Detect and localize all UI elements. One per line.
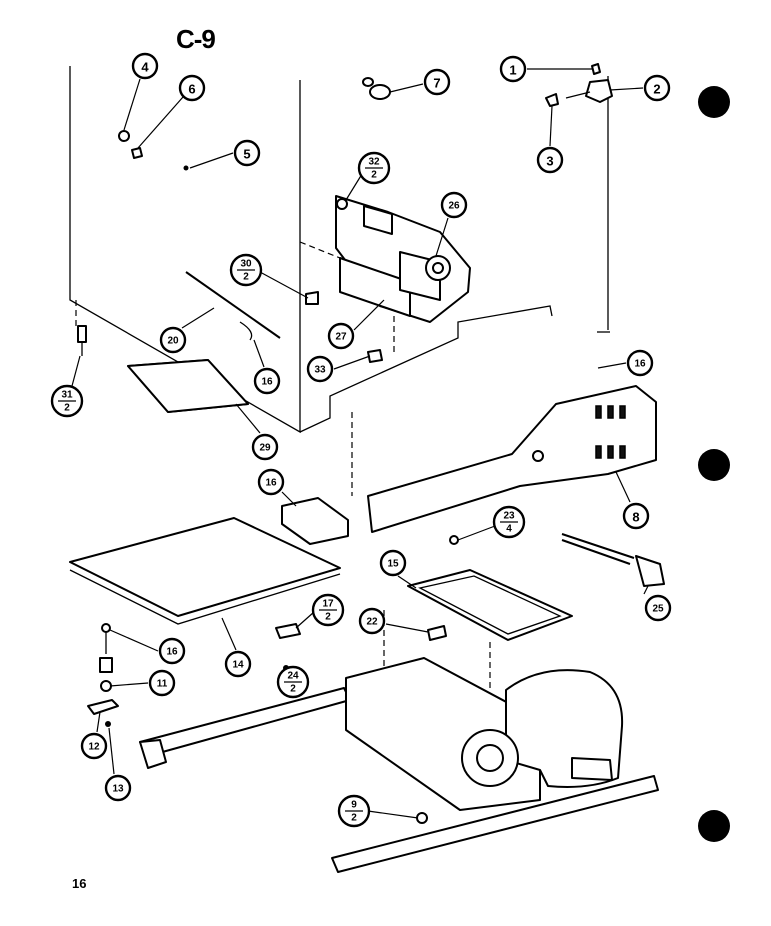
mounting-hardware — [87, 291, 459, 824]
callout-number: 1 — [509, 63, 516, 78]
callout-number: 27 — [335, 332, 347, 343]
callout-number: 30 — [240, 259, 252, 270]
callout-c23: 234 — [492, 505, 526, 539]
callout-c30: 302 — [229, 253, 263, 287]
callout-c17: 172 — [311, 593, 345, 627]
callout-c16a: 16 — [253, 367, 281, 395]
callout-quantity: 2 — [351, 813, 357, 824]
callout-leaders — [71, 68, 649, 819]
valve-assembly — [545, 63, 613, 107]
callout-number: 16 — [166, 647, 178, 658]
callout-c13: 13 — [104, 774, 132, 802]
callout-number: 9 — [351, 800, 357, 811]
callout-c20: 20 — [159, 326, 187, 354]
defrost-drain-pan — [383, 569, 573, 688]
callout-number: 20 — [167, 336, 179, 347]
callout-number: 25 — [652, 604, 664, 615]
callout-c14: 14 — [224, 650, 252, 678]
callout-c24: 242 — [276, 665, 310, 699]
callout-c1: 1 — [499, 55, 527, 83]
callout-number: 24 — [287, 671, 299, 682]
callout-c16c: 16 — [257, 468, 285, 496]
compressor — [505, 669, 624, 788]
page-number: 16 — [72, 876, 87, 891]
callout-number: 29 — [259, 443, 271, 454]
condenser-bracket — [281, 497, 349, 545]
callout-number: 4 — [141, 60, 149, 75]
callout-c32: 322 — [357, 151, 391, 185]
fan-motor-bracket — [299, 195, 471, 352]
callout-c5: 5 — [233, 139, 261, 167]
condenser-coil — [69, 517, 341, 625]
callout-c9: 92 — [337, 794, 371, 828]
callout-number: 6 — [188, 82, 195, 97]
callout-number: 31 — [61, 390, 73, 401]
callout-quantity: 4 — [506, 524, 512, 535]
callout-c7: 7 — [423, 68, 451, 96]
callout-number: 7 — [433, 76, 440, 91]
callout-number: 26 — [448, 201, 460, 212]
callout-number: 5 — [243, 147, 250, 162]
callout-c2: 2 — [643, 74, 671, 102]
condenser-fan-motor — [461, 729, 519, 787]
callout-number: 23 — [503, 511, 515, 522]
callout-c12: 12 — [80, 732, 108, 760]
rear-access-panel — [351, 385, 657, 533]
callout-c25: 25 — [644, 594, 672, 622]
callout-number: 13 — [112, 784, 124, 795]
callout-c29: 29 — [251, 433, 279, 461]
callout-c3: 3 — [536, 146, 564, 174]
callout-number: 12 — [88, 742, 100, 753]
binder-hole-middle — [698, 449, 730, 481]
callout-number: 3 — [546, 154, 553, 169]
callout-c15: 15 — [379, 549, 407, 577]
callout-c11: 11 — [148, 669, 176, 697]
callout-quantity: 2 — [64, 403, 70, 414]
callout-number: 32 — [368, 157, 380, 168]
callout-number: 16 — [634, 359, 646, 370]
callout-c22: 22 — [358, 607, 386, 635]
heater-wire — [185, 271, 281, 341]
callout-number: 2 — [653, 82, 660, 97]
callout-quantity: 2 — [371, 170, 377, 181]
callout-number: 17 — [322, 599, 334, 610]
callout-c16d: 16 — [158, 637, 186, 665]
callout-c6: 6 — [178, 74, 206, 102]
power-cord — [561, 533, 665, 587]
binder-hole-top — [698, 86, 730, 118]
callout-c4: 4 — [131, 52, 159, 80]
binder-hole-bottom — [698, 810, 730, 842]
callout-c27: 27 — [327, 322, 355, 350]
callout-c26: 26 — [440, 191, 468, 219]
page-title: C-9 — [176, 24, 216, 54]
callout-number: 33 — [314, 365, 326, 376]
callout-c8: 8 — [622, 502, 650, 530]
callout-number: 16 — [265, 478, 277, 489]
small-cabinet-parts — [118, 77, 391, 171]
callout-number: 16 — [261, 377, 273, 388]
leveling-leg — [75, 300, 87, 356]
callout-quantity: 2 — [290, 684, 296, 695]
callout-number: 22 — [366, 617, 378, 628]
callout-c16b: 16 — [626, 349, 654, 377]
drip-tray-pad — [127, 359, 249, 413]
callout-number: 8 — [632, 510, 639, 525]
callout-c33: 33 — [306, 355, 334, 383]
callout-number: 14 — [232, 660, 244, 671]
callout-quantity: 2 — [243, 272, 249, 283]
callout-number: 15 — [387, 559, 399, 570]
callout-c31: 312 — [50, 384, 84, 418]
callout-number: 11 — [157, 679, 168, 690]
callout-quantity: 2 — [325, 612, 331, 623]
